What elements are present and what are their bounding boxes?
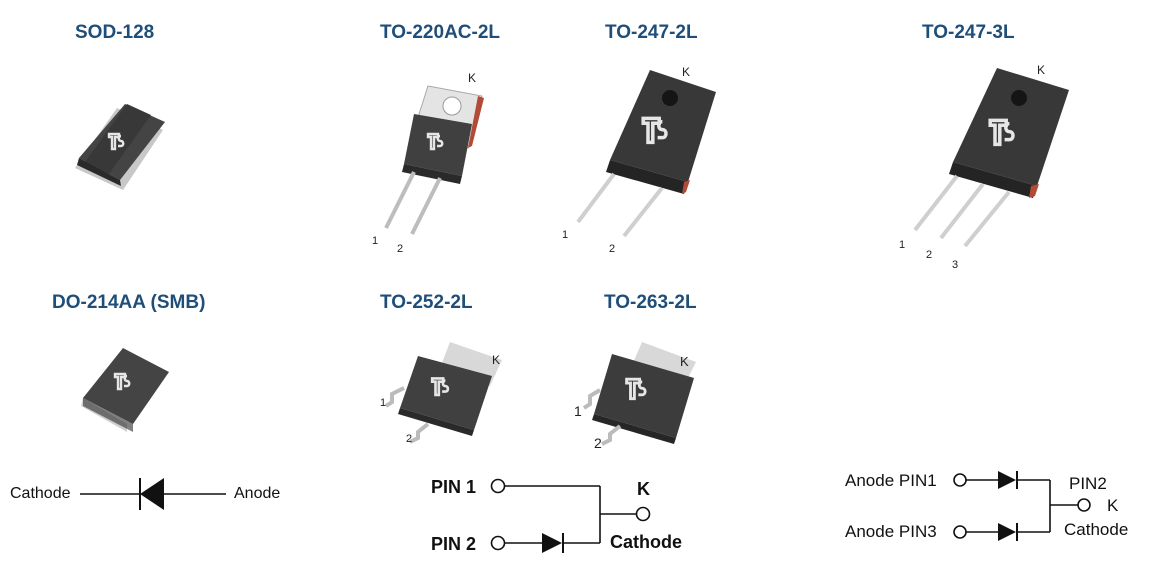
title-to263: TO-263-2L: [604, 292, 697, 313]
schem2-pin2-label: PIN 2: [431, 534, 477, 554]
to220-pin2-label: 2: [397, 243, 403, 255]
dual-cathode-label: Cathode: [1064, 520, 1129, 539]
two-pin-schematic: [490, 478, 651, 553]
to263-pin1-label: 1: [574, 403, 582, 419]
single-cathode-label: Cathode: [10, 485, 71, 502]
schem2-pin1-label: PIN 1: [431, 477, 477, 497]
to247-2l-k-label: K: [682, 65, 690, 79]
title-to220: TO-220AC-2L: [380, 22, 501, 43]
to247-3l-package-image: K 1 2 3: [899, 63, 1069, 271]
to247-3l-k-label: K: [1037, 63, 1045, 77]
sod128-package-image: [75, 104, 165, 190]
ts-logo-icon: [625, 377, 647, 401]
to252-package-image: K 1 2: [380, 342, 502, 445]
title-to252: TO-252-2L: [380, 292, 473, 313]
dual-anode3-label: Anode PIN3: [845, 522, 937, 541]
title-to247-3l: TO-247-3L: [922, 22, 1015, 43]
to252-pin2-label: 2: [406, 433, 412, 445]
ts-logo-icon: [988, 118, 1015, 147]
schem2-cathode-label: Cathode: [610, 532, 682, 552]
single-anode-label: Anode: [234, 485, 281, 502]
to220-k-label: K: [468, 71, 476, 85]
to252-k-label: K: [492, 353, 500, 367]
to247-3l-pin1-label: 1: [899, 239, 905, 251]
schem2-k-label: K: [637, 479, 650, 499]
to220-pin1-label: 1: [372, 235, 378, 247]
ts-logo-icon: [641, 116, 668, 145]
ts-logo-icon: [426, 132, 444, 151]
ts-logo-icon: [430, 377, 450, 397]
to247-3l-pin2-label: 2: [926, 249, 932, 261]
to263-pin2-label: 2: [594, 435, 602, 451]
dual-k-label: K: [1107, 496, 1119, 515]
to247-2l-package-image: K 1 2: [562, 65, 716, 255]
to247-3l-pin3-label: 3: [952, 259, 958, 271]
title-sod128: SOD-128: [75, 22, 155, 43]
ts-logo-icon: [107, 132, 125, 151]
single-diode-symbol: [80, 478, 226, 510]
to220-package-image: K 1 2: [372, 71, 484, 255]
to247-2l-pin2-label: 2: [609, 243, 615, 255]
ts-logo-icon: [113, 372, 131, 391]
to263-k-label: K: [680, 354, 689, 369]
to263-package-image: K 1 2: [574, 342, 696, 451]
dual-diode-schematic: [953, 471, 1091, 541]
dual-anode1-label: Anode PIN1: [845, 471, 937, 490]
do214-package-image: [81, 348, 169, 432]
to252-pin1-label: 1: [380, 397, 386, 409]
to247-2l-pin1-label: 1: [562, 229, 568, 241]
title-do214: DO-214AA (SMB): [52, 292, 206, 313]
dual-pin2-label: PIN2: [1069, 474, 1107, 493]
title-to247-2l: TO-247-2L: [605, 22, 698, 43]
